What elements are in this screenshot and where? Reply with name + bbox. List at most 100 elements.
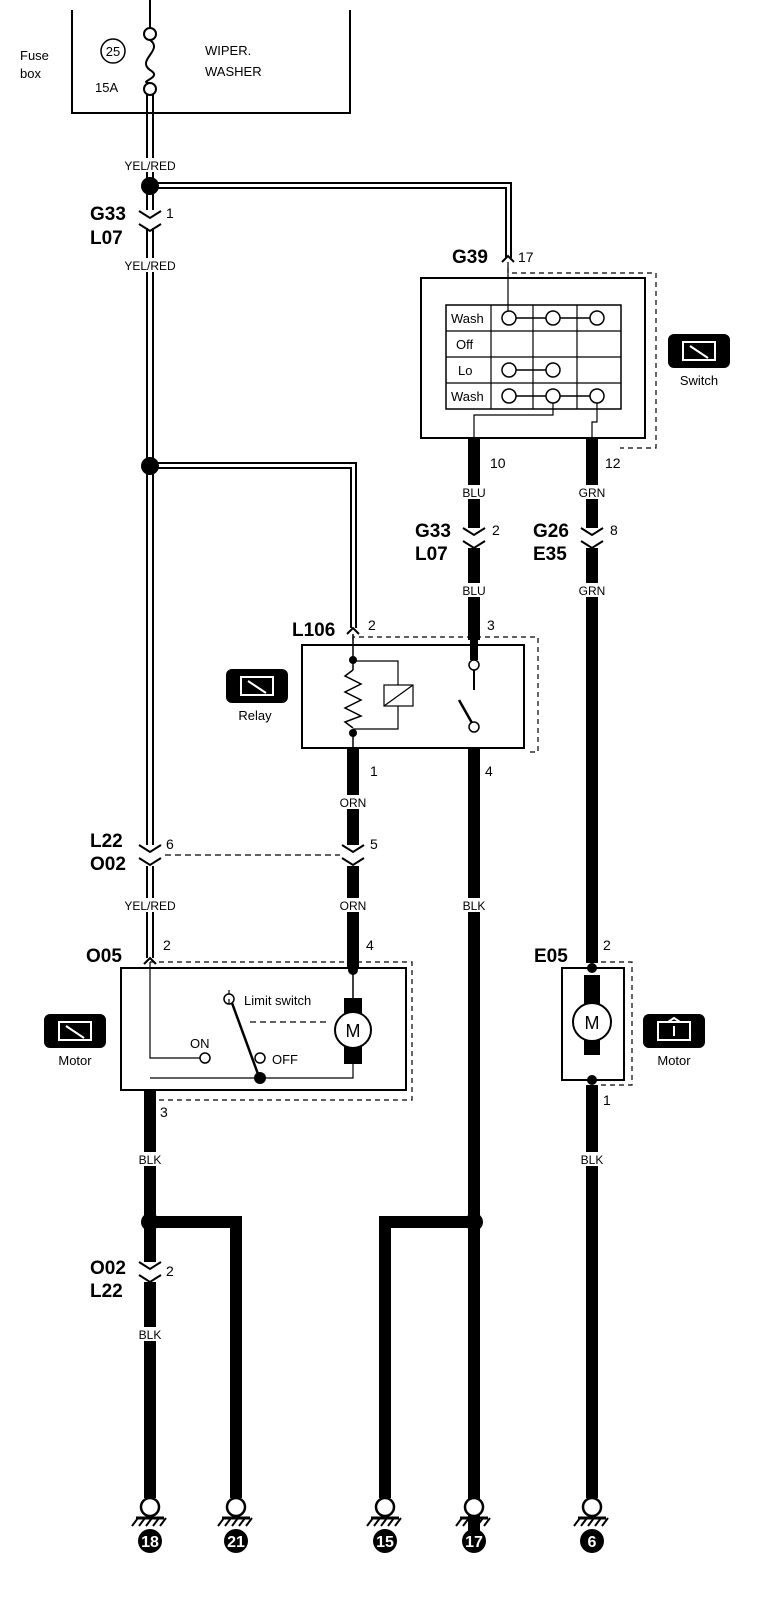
- washer-motor-pin-2: 2: [603, 937, 611, 953]
- blu-wire: BLU BLU: [458, 438, 492, 640]
- switch-badge-label: Switch: [680, 373, 718, 388]
- splice-dot: [141, 457, 159, 475]
- switch-pin-17: 17: [518, 249, 534, 265]
- wire-label-yel-red-3: YEL/RED: [124, 899, 176, 913]
- fuse-circuit-name-2: WASHER: [205, 64, 262, 79]
- ground-15: 15: [365, 1496, 403, 1555]
- fuse-box-label-2: box: [20, 66, 41, 81]
- connector-g33-l07-1: G33 L07 1: [90, 204, 174, 249]
- svg-text:6: 6: [588, 1534, 597, 1551]
- washer-motor-icon: [657, 1016, 691, 1041]
- relay-id: L106: [292, 620, 335, 641]
- washer-motor: E05 2 M 1: [534, 937, 633, 1108]
- wiper-motor-pin-3: 3: [160, 1104, 168, 1120]
- relay-pin-4: 4: [485, 763, 493, 779]
- svg-text:G26: G26: [533, 521, 569, 542]
- wiper-motor-on-label: ON: [190, 1036, 210, 1051]
- ground-6: 6: [572, 1496, 610, 1555]
- switch-row-2: Lo: [458, 363, 472, 378]
- relay-contact-arm: [457, 699, 474, 724]
- switch-pin-12: 12: [605, 455, 621, 471]
- orn-wire: ORN ORN 5: [333, 748, 378, 971]
- washer-motor-badge-label: Motor: [657, 1053, 691, 1068]
- wiper-motor-symbol: [334, 1011, 372, 1049]
- limit-switch-arm: [230, 1002, 260, 1075]
- relay-pin-3: 3: [487, 617, 495, 633]
- grn-wire: GRN GRN: [574, 438, 610, 963]
- wire-label-yel-red-1: YEL/RED: [124, 159, 176, 173]
- wire-label-blu-1: BLU: [462, 486, 485, 500]
- washer-motor-id: E05: [534, 946, 568, 967]
- svg-text:17: 17: [465, 1534, 483, 1551]
- washer-motor-symbol: [572, 1002, 612, 1042]
- ground-18: 18: [130, 1496, 168, 1555]
- svg-text:2: 2: [492, 522, 500, 538]
- washer-motor-pin-1: 1: [603, 1092, 611, 1108]
- wiper-motor-off-label: OFF: [272, 1052, 298, 1067]
- windshield-relay-icon: [240, 676, 274, 696]
- wire-label-orn-2: ORN: [340, 899, 367, 913]
- wiper-motor-letter: M: [346, 1021, 361, 1041]
- svg-text:G33: G33: [90, 204, 126, 225]
- fuse-rating: 15A: [95, 80, 118, 95]
- connector-pin-5: 5: [370, 836, 378, 852]
- wiper-motor-badge-label: Motor: [58, 1053, 92, 1068]
- svg-text:21: 21: [227, 1534, 245, 1551]
- wire-label-yel-red-2: YEL/RED: [124, 259, 176, 273]
- splice-dot: [141, 177, 159, 195]
- svg-text:6: 6: [166, 836, 174, 852]
- fuse-box-label: Fuse: [20, 48, 49, 63]
- switch-id: G39: [452, 247, 488, 268]
- connector-g26-e35: G26 E35 8: [533, 521, 618, 565]
- wire-label-blk-2: BLK: [139, 1153, 162, 1167]
- svg-text:8: 8: [610, 522, 618, 538]
- switch-pin-10: 10: [490, 455, 506, 471]
- wire-label-orn-1: ORN: [340, 796, 367, 810]
- svg-text:15: 15: [376, 1534, 394, 1551]
- relay-pin-1: 1: [370, 763, 378, 779]
- fuse-circuit-name: WIPER.: [205, 43, 251, 58]
- blk-wire-relay: BLK: [458, 748, 492, 1538]
- wire-label-blk-3: BLK: [139, 1328, 162, 1342]
- wire-label-grn-1: GRN: [579, 486, 606, 500]
- ground-21: 21: [216, 1496, 254, 1555]
- relay-pin-2: 2: [368, 617, 376, 633]
- relay-coil: [343, 669, 363, 729]
- svg-text:O02: O02: [90, 854, 126, 875]
- wiper-motor-pin-2: 2: [163, 937, 171, 953]
- wire-label-grn-2: GRN: [579, 584, 606, 598]
- connector-g33-l07-2: G33 L07 2: [415, 521, 500, 565]
- svg-text:18: 18: [141, 1534, 159, 1551]
- svg-text:L22: L22: [90, 1281, 123, 1302]
- windshield-motor-icon: [58, 1021, 92, 1041]
- relay-badge-label: Relay: [238, 708, 272, 723]
- washer-motor-letter: M: [585, 1013, 600, 1033]
- windshield-switch-icon: [682, 341, 716, 361]
- ground-17: 17: [454, 1496, 492, 1555]
- svg-text:2: 2: [166, 1263, 174, 1279]
- fuse-element: [144, 39, 156, 84]
- svg-text:L07: L07: [415, 544, 448, 565]
- fuse-number-circle: [100, 38, 126, 64]
- fuse-terminal-top: [143, 27, 157, 41]
- wiper-motor-pin-4: 4: [366, 937, 374, 953]
- svg-text:G33: G33: [415, 521, 451, 542]
- wire-label-blk-1: BLK: [463, 899, 486, 913]
- washer-motor-badge: Motor: [643, 1014, 705, 1068]
- svg-text:L07: L07: [90, 228, 123, 249]
- relay: L106 2 3 1 4: [292, 617, 539, 779]
- fuse-number: 25: [106, 44, 120, 59]
- relay-badge: Relay: [226, 669, 288, 723]
- connector-o02-l22: O02 L22 2: [90, 1258, 174, 1302]
- svg-text:O02: O02: [90, 1258, 126, 1279]
- wire-label-blk-4: BLK: [581, 1153, 604, 1167]
- wiper-motor-id: O05: [86, 946, 122, 967]
- wiper-motor-badge: Motor: [44, 1014, 106, 1068]
- wiper-switch: G39 17 Wash Off Lo Wash 10 12: [420, 247, 657, 471]
- svg-text:E35: E35: [533, 544, 567, 565]
- switch-row-0: Wash: [451, 311, 484, 326]
- limit-switch-label: Limit switch: [244, 993, 311, 1008]
- switch-row-1: Off: [456, 337, 473, 352]
- yel-red-rail: [146, 95, 512, 958]
